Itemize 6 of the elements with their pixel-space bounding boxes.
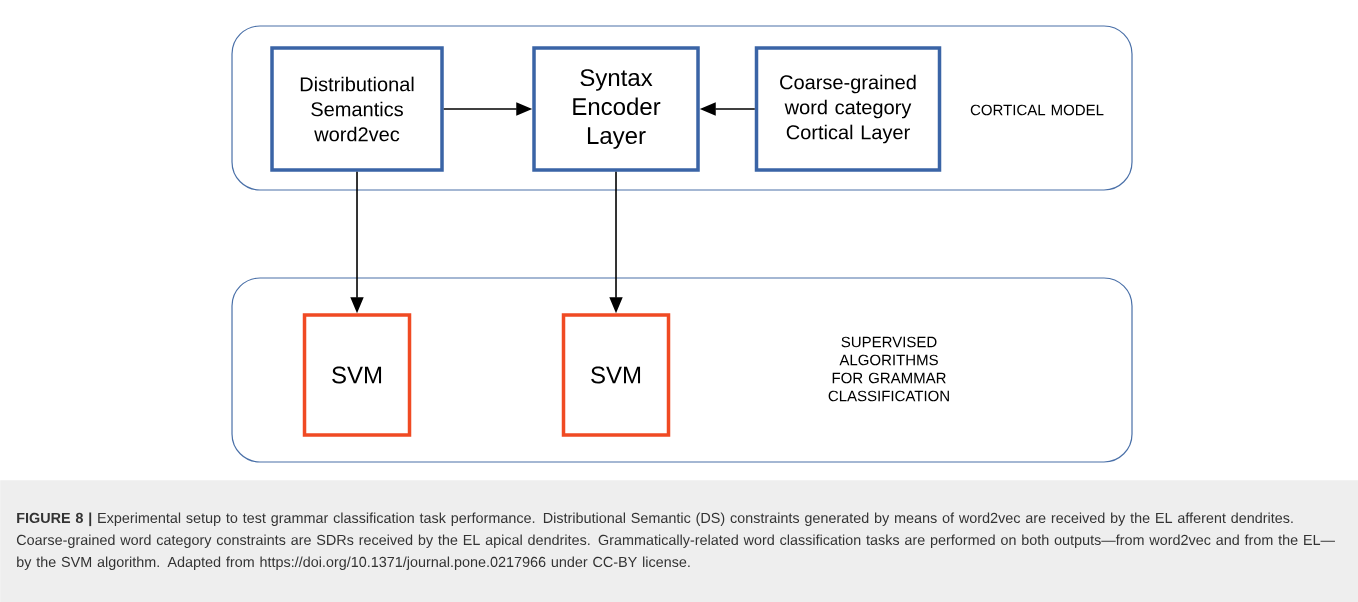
caption: FIGURE 8 | Experimental setup to test grammar classification task performance. Distributional Semantic (DS) constraints generated by means of word2vec are received by the EL afferent dendrites. Coarse-grained word category constraints are SDRs received by the EL apical dendrites. Grammatically-related word classification tasks are performed on both outputs—from word2vec and from the EL—by the SVM algorithm. Adapted from https://doi.org/10.1371/journal.pone.0217966 under CC-BY license. [0, 480, 1358, 602]
process-box: Coarse-grained word category Cortical Layer [754, 46, 942, 172]
process-box: Distributional Semantics word2vec [270, 46, 444, 172]
process-box: Syntax Encoder Layer [532, 46, 700, 172]
classifier-box: SVM [561, 313, 671, 437]
classifier-box: SVM [302, 313, 412, 437]
